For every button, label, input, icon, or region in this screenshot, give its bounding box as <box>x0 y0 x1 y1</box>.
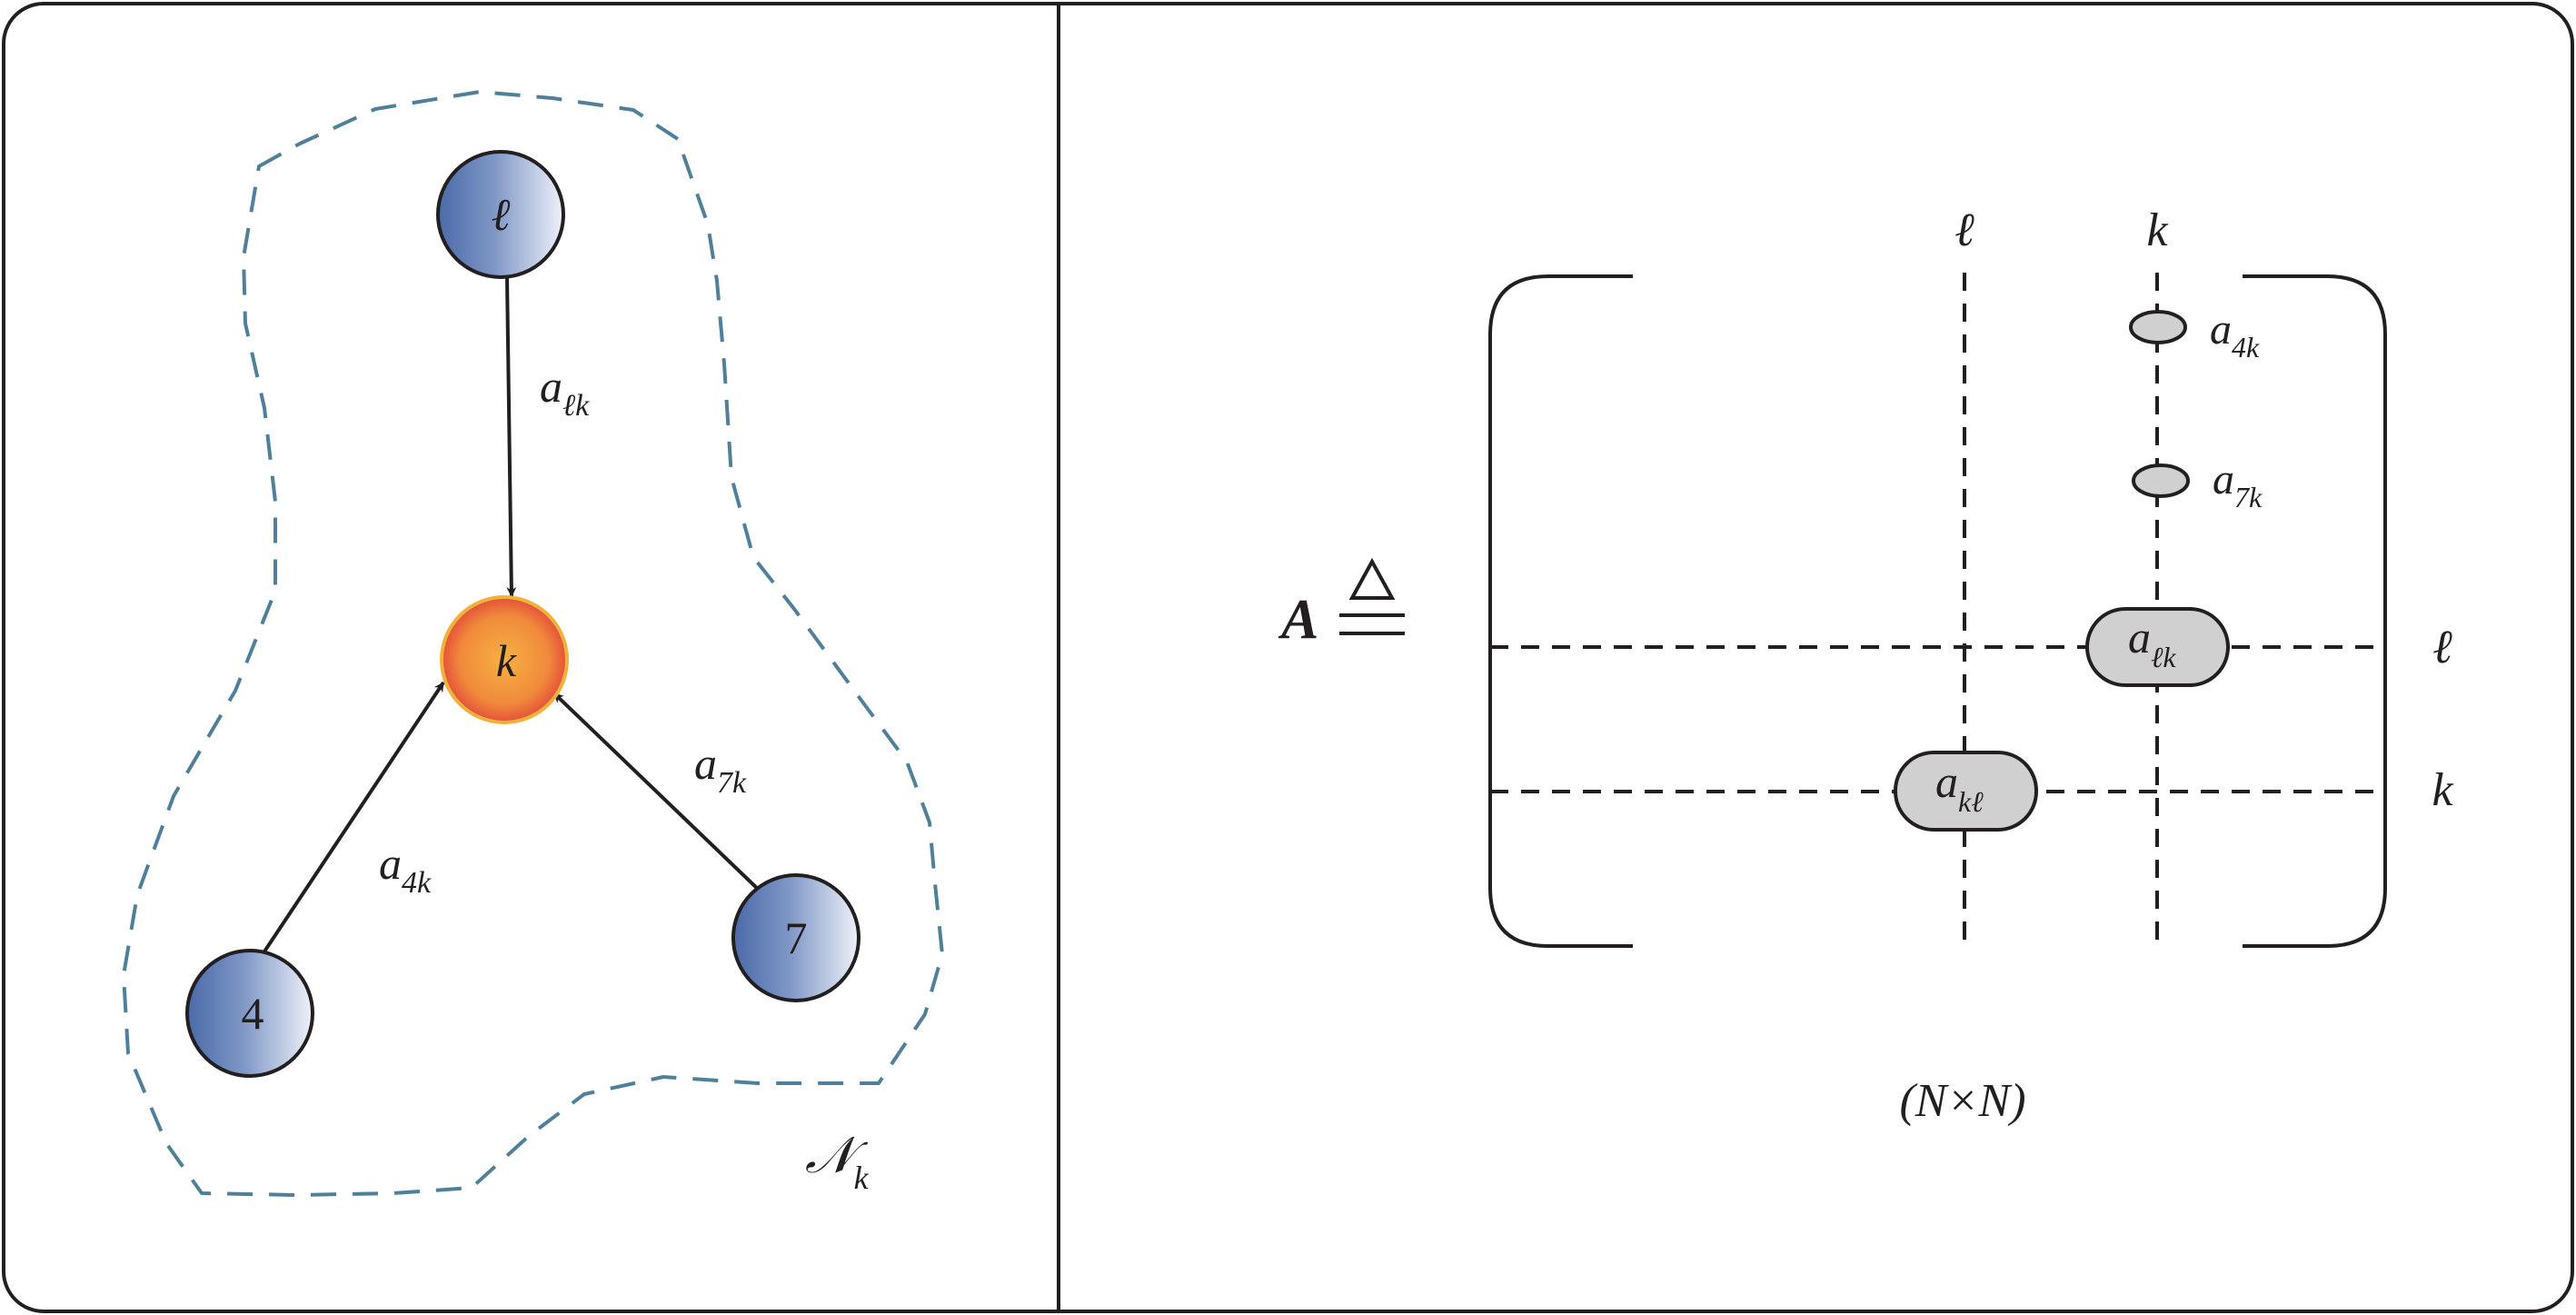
neighborhood-label: 𝒩k <box>805 1128 870 1196</box>
edge-label-a-ell-k: aℓk <box>540 361 590 423</box>
neighborhood-boundary <box>122 90 944 1197</box>
row-label-ell: ℓ <box>2432 622 2452 673</box>
edge-4-to-k <box>263 681 445 953</box>
entry-a7k-label: a7k <box>2213 455 2263 513</box>
left-panel: ℓ k 4 7 aℓk a4k a7k 𝒩k <box>122 90 944 1197</box>
column-label-k: k <box>2146 204 2168 256</box>
entry-akl: akℓ <box>1894 751 2038 832</box>
row-label-k: k <box>2432 764 2453 816</box>
entry-a4k-label: a4k <box>2210 305 2260 364</box>
node-ell-label: ℓ <box>492 189 511 240</box>
entry-akl-label: akℓ <box>1935 756 1984 818</box>
right-panel: A ℓ k ℓ k a4k a7k <box>1278 204 2453 1127</box>
entry-alk: aℓk <box>2085 607 2230 687</box>
left-bracket <box>1488 274 1633 948</box>
entry-a7k: a7k <box>2132 455 2263 513</box>
right-bracket <box>2243 274 2387 948</box>
definition-symbol <box>1339 557 1405 635</box>
node-4-label: 4 <box>242 988 264 1039</box>
node-k-label: k <box>496 635 517 686</box>
node-ell: ℓ <box>436 150 565 279</box>
node-k: k <box>440 595 569 724</box>
node-4: 4 <box>185 949 314 1078</box>
node-7-label: 7 <box>785 912 808 963</box>
edge-7-to-k <box>552 692 763 894</box>
edge-label-a-4k: a4k <box>379 838 432 900</box>
node-7: 7 <box>731 873 860 1002</box>
entry-a4k: a4k <box>2129 305 2260 364</box>
matrix-size-label: (N×N) <box>1899 1075 2025 1127</box>
edge-ell-to-k <box>505 275 517 598</box>
edge-label-a-7k: a7k <box>694 738 747 800</box>
matrix-symbol: A <box>1278 589 1318 651</box>
column-label-ell: ℓ <box>1954 204 1974 256</box>
entry-alk-label: aℓk <box>2128 612 2176 673</box>
